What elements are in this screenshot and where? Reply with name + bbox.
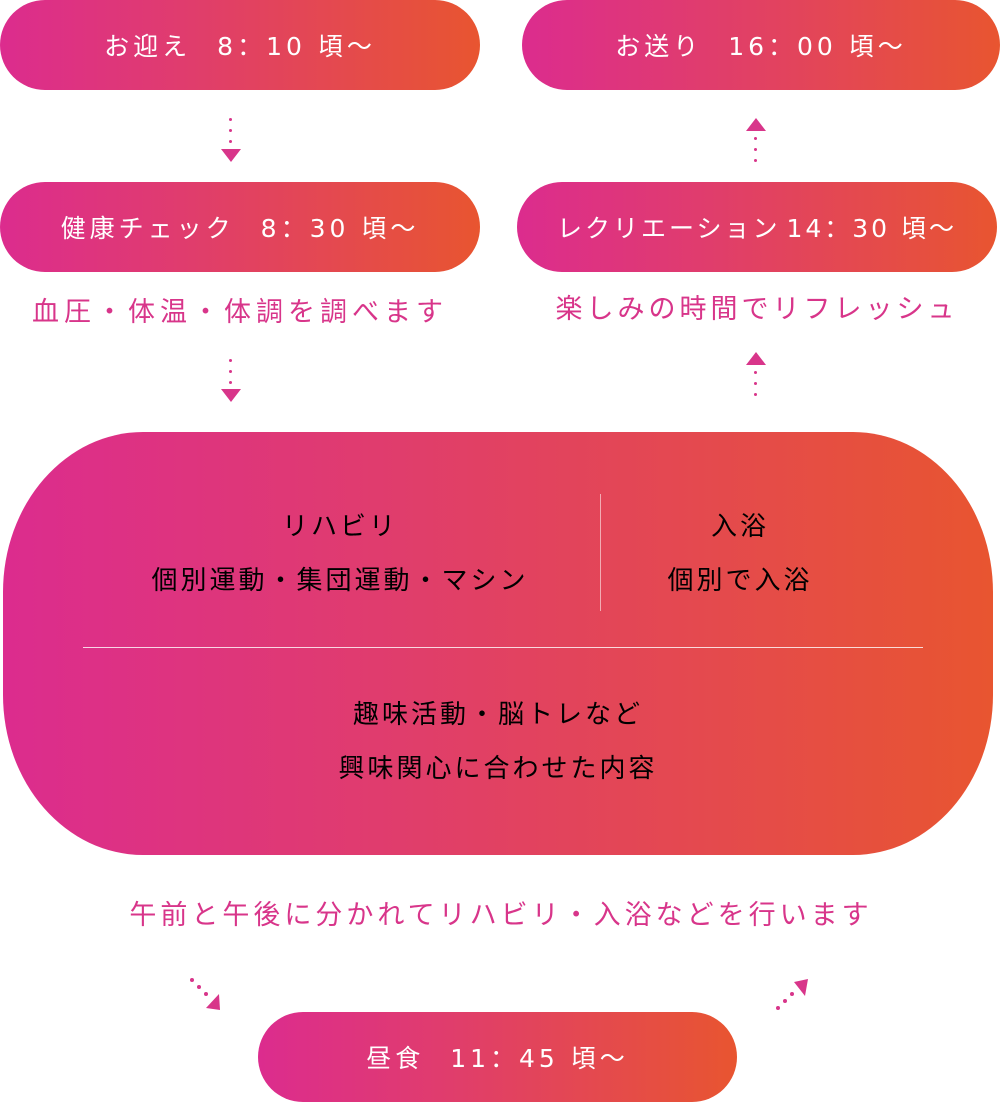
step-pickup: お迎え 8：10 頃～ bbox=[0, 0, 480, 90]
flow-arrow-up-icon bbox=[745, 350, 767, 400]
step-pickup-time: 8：10 頃～ bbox=[217, 32, 376, 61]
flow-arrow-up-icon bbox=[745, 115, 767, 165]
hobby-section: 趣味活動・脳トレなど 興味関心に合わせた内容 bbox=[3, 688, 993, 796]
bath-section: 入浴 個別で入浴 bbox=[600, 500, 880, 608]
flow-arrow-down-icon bbox=[220, 355, 242, 405]
step-health-check-label: 健康チェック bbox=[60, 214, 235, 243]
flow-arrow-down-right-icon bbox=[190, 978, 220, 1010]
rehab-detail: 個別運動・集団運動・マシン bbox=[151, 566, 529, 596]
step-recreation-time: 14：30 頃～ bbox=[786, 214, 958, 243]
rehab-section: リハビリ 個別運動・集団運動・マシン bbox=[80, 500, 600, 608]
step-dropoff-label: お送り bbox=[615, 32, 703, 61]
step-health-check: 健康チェック 8：30 頃～ bbox=[0, 182, 480, 272]
step-dropoff: お送り 16：00 頃～ bbox=[522, 0, 1000, 90]
flow-arrow-up-right-icon bbox=[776, 979, 808, 1010]
step-dropoff-time: 16：00 頃～ bbox=[728, 32, 907, 61]
hobby-line-2: 興味関心に合わせた内容 bbox=[338, 754, 658, 784]
bath-detail: 個別で入浴 bbox=[667, 566, 813, 596]
section-divider-horizontal bbox=[83, 647, 923, 648]
step-recreation: レクリエーション 14：30 頃～ bbox=[517, 182, 997, 272]
health-check-note: 血圧・体温・体調を調べます bbox=[32, 297, 448, 328]
rehab-title: リハビリ bbox=[281, 512, 398, 542]
activities-note: 午前と午後に分かれてリハビリ・入浴などを行います bbox=[129, 900, 873, 931]
step-recreation-label: レクリエーション bbox=[556, 214, 781, 243]
step-lunch: 昼食 11：45 頃～ bbox=[258, 1012, 737, 1102]
bath-title: 入浴 bbox=[710, 512, 769, 542]
step-health-check-time: 8：30 頃～ bbox=[260, 214, 420, 243]
activities-panel bbox=[3, 432, 993, 855]
step-lunch-label: 昼食 bbox=[366, 1044, 425, 1073]
recreation-note: 楽しみの時間でリフレッシュ bbox=[555, 294, 959, 325]
section-divider-vertical bbox=[600, 494, 601, 611]
step-lunch-time: 11：45 頃～ bbox=[450, 1044, 629, 1073]
flow-arrow-down-icon bbox=[220, 115, 242, 165]
hobby-line-1: 趣味活動・脳トレなど bbox=[352, 700, 643, 730]
step-pickup-label: お迎え bbox=[104, 32, 192, 61]
